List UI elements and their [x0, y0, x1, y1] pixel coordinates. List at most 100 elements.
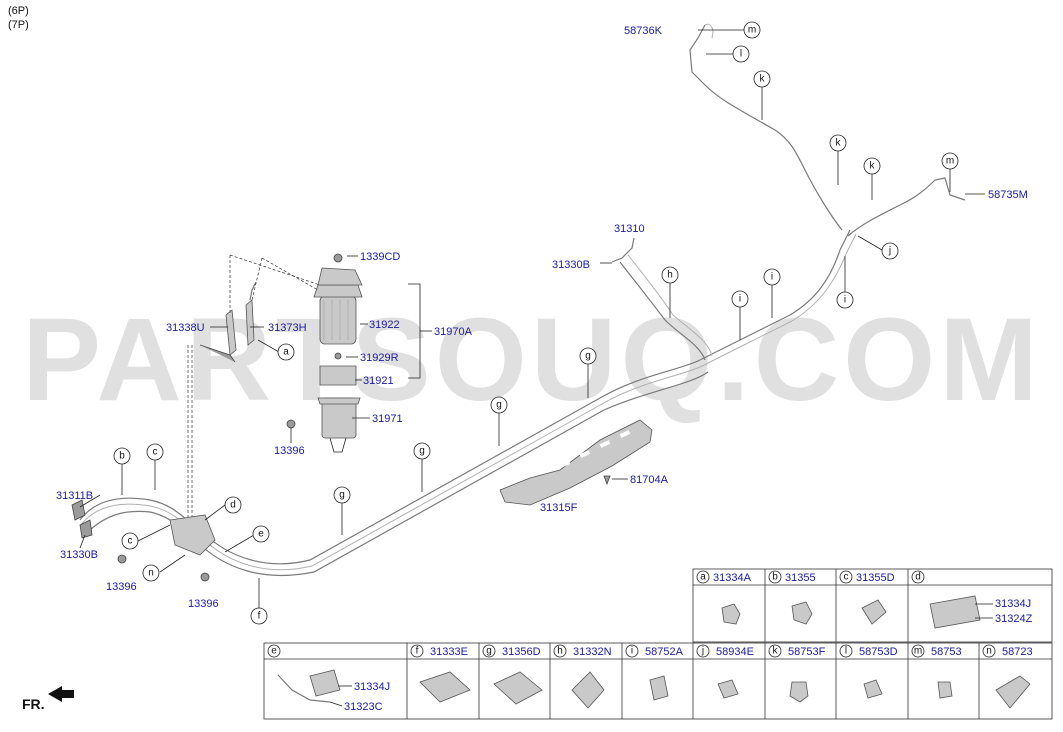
svg-text:58752A: 58752A: [645, 646, 684, 658]
part-label-31971[interactable]: 31971: [372, 413, 403, 425]
part-label-58736K[interactable]: 58736K: [624, 25, 663, 37]
legend-cell-g[interactable]: g 31356D: [482, 644, 543, 705]
svg-text:a: a: [283, 347, 289, 358]
svg-text:i: i: [844, 295, 846, 306]
part-label-31315F[interactable]: 31315F: [540, 502, 578, 514]
bracket-icon: [929, 595, 981, 629]
svg-text:58723: 58723: [1002, 646, 1033, 658]
clip-icon: [861, 599, 887, 625]
legend-cell-i[interactable]: i 58752A: [625, 644, 684, 701]
svg-text:g: g: [339, 490, 345, 501]
callout-m-right[interactable]: m: [941, 152, 959, 170]
callout-n[interactable]: n: [142, 564, 160, 582]
legend-cell-b[interactable]: b 31355: [768, 570, 816, 625]
callout-l-top[interactable]: l: [732, 45, 750, 63]
svg-text:i: i: [631, 646, 633, 657]
svg-text:g: g: [585, 351, 591, 362]
callout-h[interactable]: h: [661, 266, 679, 284]
header-line-1: (6P): [8, 5, 29, 17]
legend-cell-h[interactable]: h 31332N: [553, 644, 612, 709]
svg-text:l: l: [740, 49, 742, 60]
svg-text:k: k: [836, 138, 842, 149]
svg-text:n: n: [148, 568, 154, 579]
legend-cell-e[interactable]: e 31334J 31323C: [267, 644, 390, 713]
heat-shield: [499, 419, 653, 506]
part-label-31330B-front[interactable]: 31330B: [60, 549, 98, 561]
svg-text:58753: 58753: [931, 646, 962, 658]
clip-icon: [571, 671, 605, 709]
svg-text:58934E: 58934E: [716, 646, 754, 658]
legend-cell-f[interactable]: f 31333E: [410, 644, 471, 703]
svg-text:58753F: 58753F: [788, 646, 826, 658]
svg-text:g: g: [486, 646, 492, 657]
callout-g-4[interactable]: g: [333, 486, 351, 504]
callout-d[interactable]: d: [224, 496, 242, 514]
legend-cell-n[interactable]: n 58723: [982, 644, 1033, 709]
callout-m-top[interactable]: m: [743, 21, 761, 39]
callout-k-2[interactable]: k: [829, 134, 847, 152]
legend-cell-d[interactable]: d 31334J 31324Z: [911, 570, 1033, 629]
svg-text:31355D: 31355D: [856, 572, 895, 584]
svg-text:a: a: [700, 572, 706, 583]
part-label-13396-left[interactable]: 13396: [106, 581, 137, 593]
fuel-filter-assembly: [187, 253, 363, 540]
svg-text:c: c: [844, 572, 849, 583]
callout-k-3[interactable]: k: [863, 157, 881, 175]
part-label-31922[interactable]: 31922: [369, 319, 400, 331]
callout-e[interactable]: e: [252, 525, 270, 543]
part-label-81704A[interactable]: 81704A: [630, 474, 669, 486]
clip-icon: [789, 681, 809, 703]
part-label-31929R[interactable]: 31929R: [360, 352, 399, 364]
part-label-58735M[interactable]: 58735M: [988, 189, 1028, 201]
part-label-13396-center[interactable]: 13396: [188, 598, 219, 610]
callout-g-2[interactable]: g: [490, 396, 508, 414]
svg-text:g: g: [496, 400, 502, 411]
legend-cell-j[interactable]: j 58934E: [696, 644, 754, 699]
part-label-13396-filter[interactable]: 13396: [274, 445, 305, 457]
svg-text:l: l: [845, 646, 847, 657]
part-label-31330B-rear[interactable]: 31330B: [552, 259, 590, 271]
callout-g-1[interactable]: g: [579, 347, 597, 365]
legend-cell-m[interactable]: m 58753: [911, 644, 962, 699]
legend-cell-l[interactable]: l 58753D: [839, 644, 898, 699]
part-label-31311B[interactable]: 31311B: [56, 490, 93, 502]
callout-f[interactable]: f: [250, 607, 268, 625]
part-label-31373H[interactable]: 31373H: [268, 322, 307, 334]
header-line-2: (7P): [8, 19, 29, 31]
callout-g-3[interactable]: g: [413, 442, 431, 460]
callout-c-2[interactable]: c: [121, 532, 139, 550]
callout-i-1[interactable]: i: [763, 268, 781, 286]
bracket-icon: [995, 675, 1031, 709]
legend-cell-k[interactable]: k 58753F: [768, 644, 826, 703]
svg-text:k: k: [773, 646, 779, 657]
svg-text:31333E: 31333E: [430, 646, 468, 658]
legend-cell-c[interactable]: c 31355D: [839, 570, 895, 625]
callout-i-3[interactable]: i: [836, 291, 854, 309]
part-label-31970A[interactable]: 31970A: [434, 326, 473, 338]
svg-text:m: m: [748, 25, 756, 36]
part-label-1339CD[interactable]: 1339CD: [360, 251, 400, 263]
clip-icon: [721, 603, 741, 625]
svg-text:k: k: [760, 74, 766, 85]
svg-text:31334J: 31334J: [995, 598, 1031, 610]
part-label-31921[interactable]: 31921: [363, 375, 394, 387]
front-bracket-cluster: [71, 499, 216, 582]
callout-c-1[interactable]: c: [146, 443, 164, 461]
callout-i-2[interactable]: i: [731, 290, 749, 308]
svg-text:31334A: 31334A: [713, 572, 752, 584]
callout-k-1[interactable]: k: [753, 70, 771, 88]
fuel-lines: [79, 23, 966, 577]
svg-text:j: j: [888, 246, 891, 257]
svg-text:b: b: [772, 572, 778, 583]
svg-text:31323C: 31323C: [344, 701, 383, 713]
part-label-31310[interactable]: 31310: [614, 223, 645, 235]
clip-icon: [791, 601, 813, 625]
part-label-31338U[interactable]: 31338U: [166, 322, 205, 334]
legend-cell-a[interactable]: a 31334A: [696, 570, 752, 625]
callout-b[interactable]: b: [113, 447, 131, 465]
svg-text:c: c: [128, 536, 133, 547]
clip-icon: [493, 671, 543, 705]
callout-j[interactable]: j: [881, 242, 899, 260]
callout-a[interactable]: a: [277, 343, 295, 361]
